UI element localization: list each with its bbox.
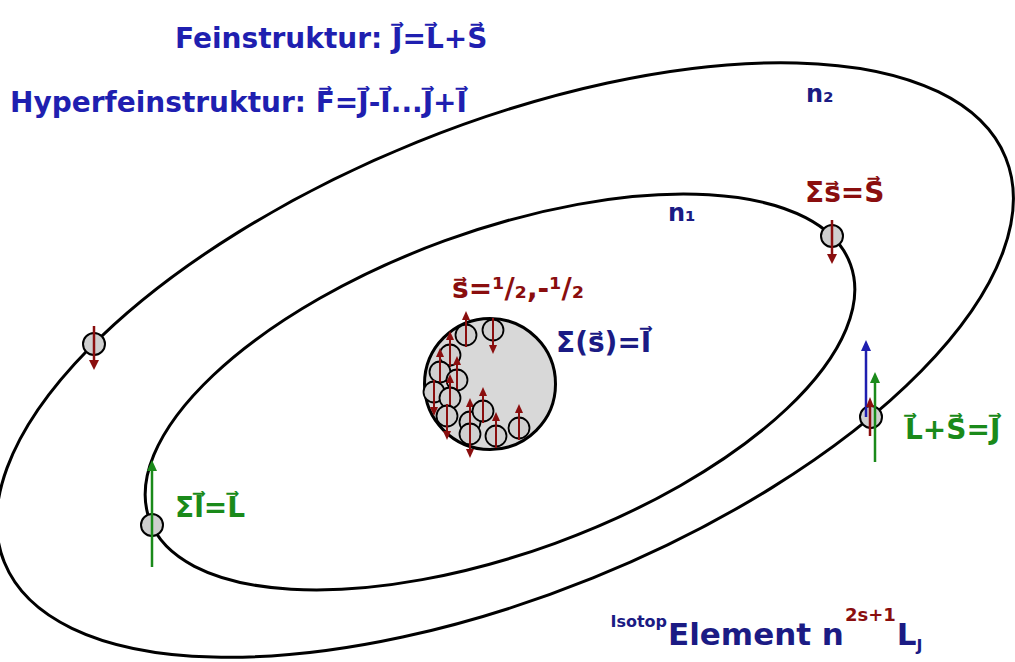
label-holder: Feinstruktur: J⃗=L⃗+S⃗	[175, 22, 487, 56]
label-holder: n₁	[668, 199, 696, 228]
inner-orbit	[94, 113, 905, 662]
orbit-label: n₂	[806, 80, 834, 109]
label-holder: Hyperfeinstruktur: F⃗=J⃗-I⃗...J⃗+I⃗	[10, 86, 467, 120]
label-holder: Σs⃗=S⃗	[805, 176, 884, 210]
nucleon	[486, 412, 507, 448]
term-symbol: L	[897, 616, 917, 653]
j-subscript: J	[917, 636, 923, 655]
nucleus-circle: Σ(s⃗)=I⃗	[423, 317, 557, 451]
label-holder: Isotop	[610, 612, 667, 631]
electron	[821, 220, 843, 264]
orbital-sum-label: Σl⃗=L⃗	[175, 491, 245, 525]
multiplicity-superscript: 2s+1	[845, 604, 896, 626]
label-holder: L⃗+S⃗=J⃗	[905, 413, 1000, 447]
electron	[141, 460, 163, 567]
electron	[860, 340, 882, 462]
orbit-label: n₁	[668, 199, 696, 228]
label-holder: Element n	[668, 616, 844, 653]
nucleon	[437, 404, 458, 440]
nucleon	[456, 311, 477, 347]
label-holder: s⃗=¹/₂,-¹/₂	[452, 272, 584, 306]
nucleus-body	[425, 319, 556, 450]
label-holder: n₂	[806, 80, 834, 109]
fine-structure-formula: Feinstruktur: J⃗=L⃗+S⃗	[175, 22, 487, 56]
nucleon	[460, 422, 481, 458]
hyperfine-formula: Hyperfeinstruktur: F⃗=J⃗-I⃗...J⃗+I⃗	[10, 86, 467, 120]
isotope-superscript: Isotop	[610, 612, 667, 631]
spin-value-label: s⃗=¹/₂,-¹/₂	[452, 272, 584, 306]
nucleon	[509, 404, 530, 440]
label-holder: L	[897, 616, 917, 653]
nucleon	[483, 318, 504, 354]
electron	[83, 326, 105, 370]
nucleon	[440, 374, 461, 410]
label-holder: 2s+1	[845, 604, 896, 626]
nucleus-outline	[423, 317, 557, 451]
label-holder: J	[917, 636, 923, 655]
spin-sum-label: Σs⃗=S⃗	[805, 176, 884, 210]
nuclear-spin-label: Σ(s⃗)=I⃗	[556, 326, 651, 360]
label-holder: Σl⃗=L⃗	[175, 491, 245, 525]
nucleon	[473, 387, 494, 423]
term-symbol: Element n	[668, 616, 844, 653]
coupling-label: L⃗+S⃗=J⃗	[905, 413, 1000, 447]
